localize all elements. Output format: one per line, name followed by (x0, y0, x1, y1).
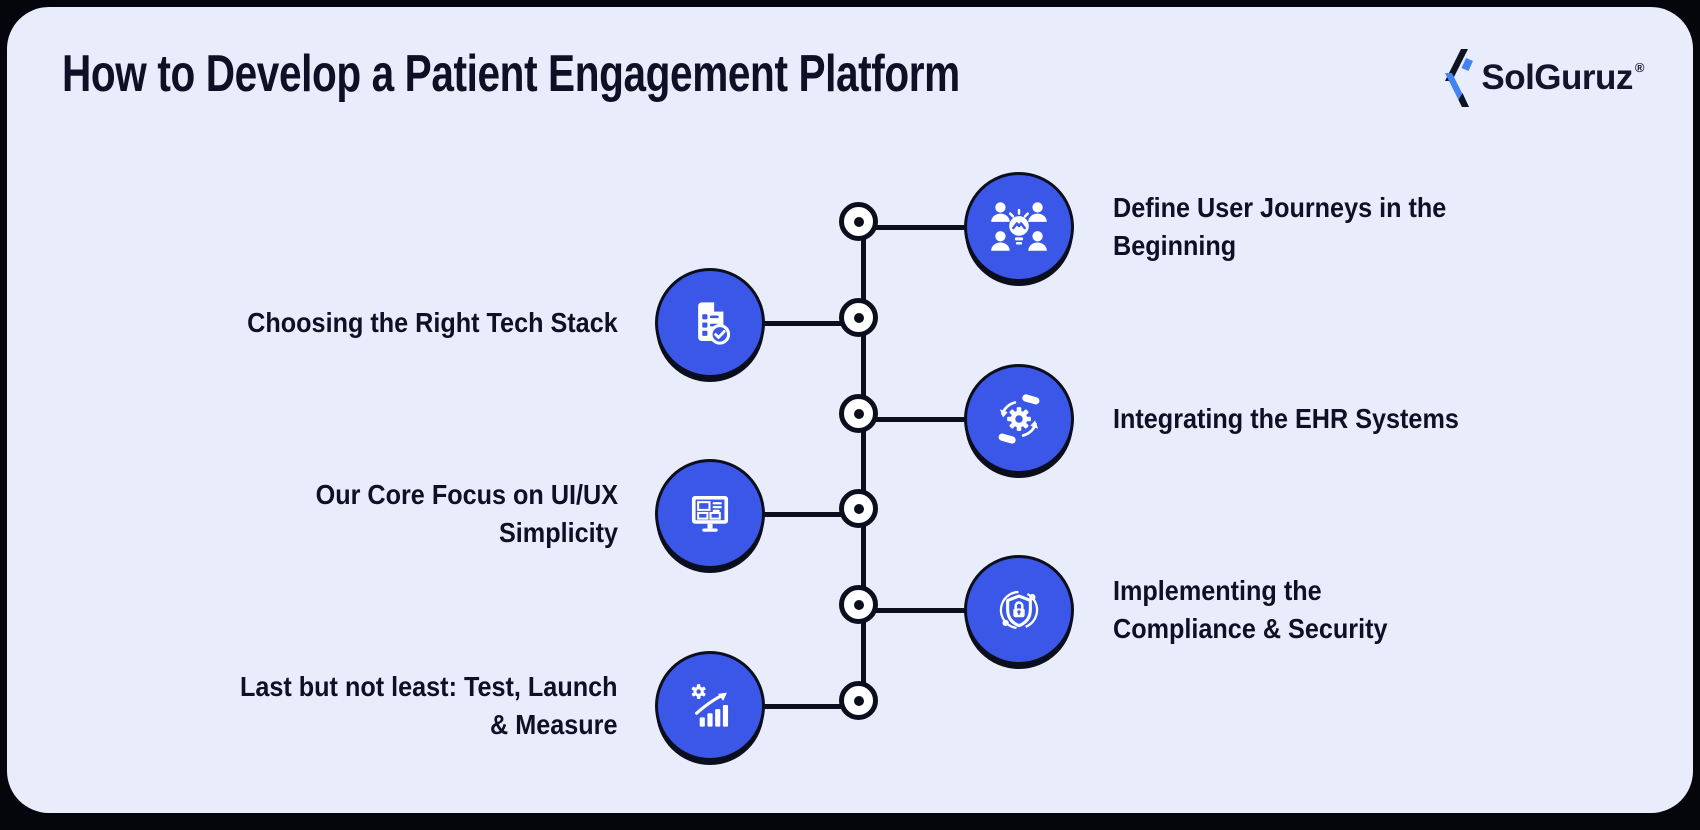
page-title: How to Develop a Patient Engagement Plat… (62, 45, 960, 103)
infographic-card (7, 7, 1693, 813)
solguruz-logo: SolGuruz® (1440, 48, 1645, 108)
solguruz-logo-mark-icon (1445, 49, 1474, 107)
timeline-spine (861, 227, 866, 706)
solguruz-logo-text: SolGuruz® (1481, 58, 1645, 98)
logo-wordmark: SolGuruz (1481, 58, 1633, 97)
registered-trademark: ® (1634, 60, 1645, 75)
